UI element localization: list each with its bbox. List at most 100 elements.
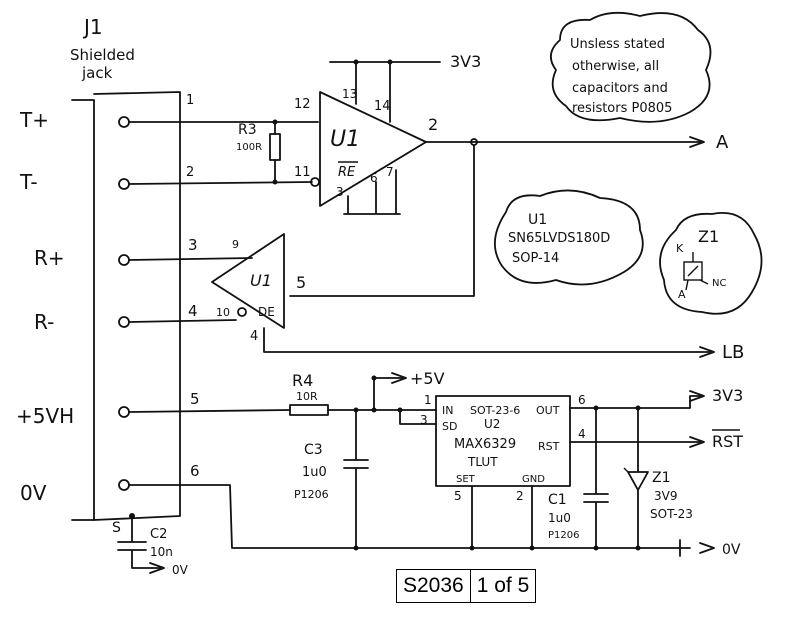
u1-receiver-ref: U1 (330, 127, 360, 152)
wire-3v3-out (569, 395, 701, 409)
shield-label: S (112, 520, 121, 536)
z1-ref: Z1 (652, 470, 671, 486)
label-3v3-out: 3V3 (712, 386, 743, 405)
c3-value: 1u0 (302, 465, 327, 480)
label-0v: 0V (722, 542, 741, 558)
zener-z1: Z1 3V9 SOT-23 (623, 407, 693, 549)
u2-pin-1: 1 (424, 393, 432, 407)
capacitor-c2: S C2 10n 0V (112, 513, 189, 577)
u1-pin-5: 5 (296, 273, 306, 292)
wire-t-minus (128, 181, 313, 185)
u1-note-pkg: SOP-14 (512, 251, 559, 266)
c1-ref: C1 (548, 492, 567, 508)
wire-0v (128, 484, 691, 549)
label-3v3-top: 3V3 (450, 52, 481, 71)
note-cloud: Unsless stated otherwise, all capacitors… (550, 11, 712, 123)
pin-label-r-minus: R- (34, 310, 54, 334)
driver-u1: U1 DE 9 10 5 4 (211, 233, 306, 344)
sheet-page: 1 of 5 (469, 570, 536, 602)
c3-pkg: P1206 (294, 488, 329, 501)
u1-info-cloud: U1 SN65LVDS180D SOP-14 (494, 189, 644, 286)
connector-j1: J1 Shielded jack (70, 15, 181, 521)
pin-num-6: 6 (190, 462, 200, 480)
r4-ref: R4 (292, 371, 313, 390)
c2-ref: C2 (150, 527, 167, 542)
u1-pin-3: 3 (336, 185, 344, 199)
u1-pin-7: 7 (386, 165, 394, 179)
u1-pin-2: 2 (428, 115, 438, 134)
u1-note-part: SN65LVDS180D (508, 231, 610, 246)
c3-ref: C3 (304, 442, 323, 458)
pin-5-circle (118, 406, 130, 418)
note-line-1: Unsless stated (570, 37, 665, 52)
wire-lb (263, 327, 711, 353)
pin-4-circle (118, 316, 130, 328)
label-0v-c2: 0V (172, 563, 189, 577)
u1-pin-12: 12 (294, 97, 311, 112)
u1-note-ref: U1 (528, 212, 547, 228)
u2-pin-2: 2 (516, 489, 524, 503)
z1-pin-nc: NC (712, 278, 726, 289)
note-line-3: capacitors and (572, 81, 668, 96)
u2-sd: SD (442, 420, 457, 433)
wire-5vh (128, 409, 291, 413)
z1-pin-a: A (678, 288, 686, 301)
u2-part: MAX6329 (454, 437, 516, 452)
pin-label-0v: 0V (20, 481, 47, 505)
r4-value: 10R (296, 390, 318, 403)
pin-num-2: 2 (186, 165, 194, 180)
u2-out: OUT (536, 404, 560, 417)
pin-3-circle (118, 254, 130, 266)
u1-pin-10: 10 (216, 306, 230, 319)
u2-set: SET (456, 474, 476, 485)
pin-num-1: 1 (186, 93, 194, 108)
wire-u2-sd (399, 409, 437, 425)
wire-u1-ground (343, 169, 401, 215)
j1-shielded: Shielded (70, 46, 135, 64)
note-line-4: resistors P0805 (572, 101, 672, 116)
u2-pin-6: 6 (578, 393, 586, 407)
capacitor-c3: C3 1u0 P1206 (294, 409, 369, 551)
c1-value: 1u0 (548, 511, 571, 525)
u2-pin-3: 3 (420, 413, 428, 427)
wire-u2-ground (471, 485, 533, 549)
pin-num-3: 3 (188, 236, 198, 254)
j1-jack: jack (81, 64, 113, 82)
label-net-rst: RST (712, 432, 743, 451)
c2-value: 10n (150, 545, 173, 559)
u1-pin-13: 13 (342, 87, 357, 101)
u1-de-label: DE (258, 305, 275, 319)
z1-pkg: SOT-23 (650, 507, 693, 521)
wire-r-minus (128, 319, 237, 323)
u2-pkg: SOT-23-6 (470, 404, 520, 417)
u2-in: IN (442, 404, 453, 417)
pin-6-circle (118, 479, 130, 491)
u1-pin-9: 9 (232, 238, 239, 251)
wire-r-plus (128, 257, 253, 261)
capacitor-c1: C1 1u0 P1206 (548, 407, 609, 549)
z1-pinout-cloud: Z1 K A NC (659, 212, 763, 315)
wire-loopback (289, 144, 475, 297)
u2-pin-4: 4 (578, 427, 586, 441)
u1-pin-11: 11 (294, 165, 311, 180)
resistor-r3: R3 100R (236, 119, 281, 185)
note-line-2: otherwise, all (572, 59, 659, 74)
u1-pin-4: 4 (250, 329, 258, 344)
u2-gnd: GND (522, 474, 545, 485)
c1-pkg: P1206 (548, 530, 579, 541)
pin-2-circle (118, 178, 130, 190)
pin-label-5vh: +5VH (16, 404, 74, 428)
z1-pin-k: K (676, 242, 684, 255)
sheet-label: S2036 1 of 5 (396, 569, 537, 603)
label-5v: +5V (410, 369, 445, 388)
pin-1-circle (118, 116, 130, 128)
pin-num-5: 5 (190, 390, 200, 408)
u2-ref: U2 (484, 417, 500, 431)
ic-u2: IN SD SOT-23-6 OUT U2 MAX6329 TLUT RST S… (420, 393, 586, 503)
j1-ref: J1 (82, 15, 103, 39)
r3-value: 100R (236, 142, 262, 153)
u1-re-label: RE (338, 165, 356, 180)
resistor-r4: R4 10R (289, 371, 329, 416)
pin-label-t-minus: T- (19, 170, 38, 194)
